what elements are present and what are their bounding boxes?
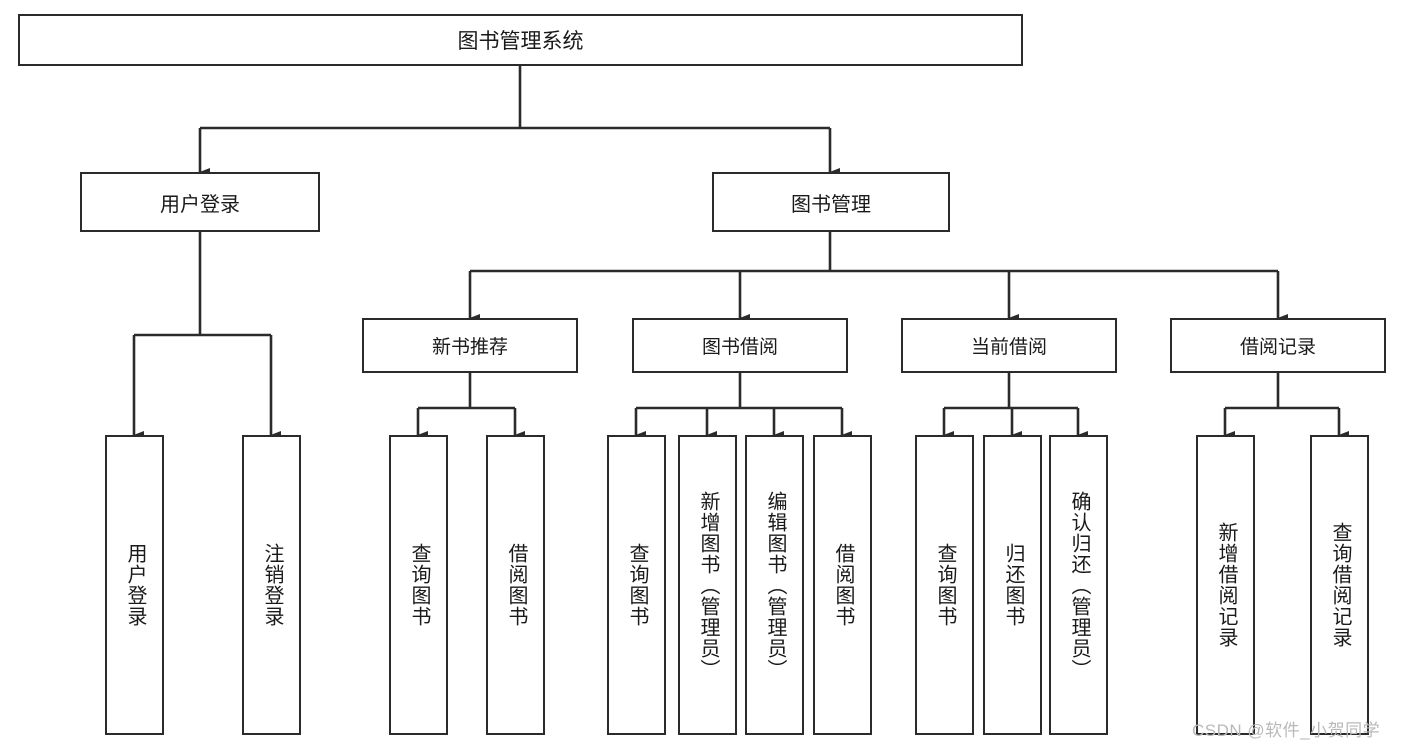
node-leaf-7-label: 编辑图书（管理员） <box>764 490 786 680</box>
node-level2-1[interactable]: 用户登录 <box>80 172 320 232</box>
node-leaf-4-label: 借阅图书 <box>505 543 527 627</box>
node-root-label: 图书管理系统 <box>457 30 584 53</box>
node-leaf-11-label: 确认归还（管理员） <box>1068 490 1090 680</box>
node-leaf-10-label: 归还图书 <box>1002 543 1024 627</box>
node-level3-3-label: 当前借阅 <box>970 337 1047 358</box>
node-leaf-5[interactable]: 查询图书 <box>607 435 666 735</box>
node-leaf-12[interactable]: 新增借阅记录 <box>1196 435 1255 735</box>
node-leaf-9[interactable]: 查询图书 <box>915 435 974 735</box>
node-leaf-3-label: 查询图书 <box>408 543 430 627</box>
node-leaf-11[interactable]: 确认归还（管理员） <box>1049 435 1108 735</box>
csdn-watermark: CSDN @软件_小贺同学 <box>1192 721 1381 740</box>
node-leaf-9-label: 查询图书 <box>934 543 956 627</box>
node-leaf-13-label: 查询借阅记录 <box>1329 522 1351 648</box>
node-leaf-10[interactable]: 归还图书 <box>983 435 1042 735</box>
node-leaf-1[interactable]: 用户登录 <box>105 435 164 735</box>
node-level2-2[interactable]: 图书管理 <box>712 172 950 232</box>
node-leaf-12-label: 新增借阅记录 <box>1215 522 1237 648</box>
node-level2-1-label: 用户登录 <box>160 193 240 216</box>
node-leaf-2[interactable]: 注销登录 <box>242 435 301 735</box>
node-level2-2-label: 图书管理 <box>791 193 871 216</box>
node-leaf-13[interactable]: 查询借阅记录 <box>1310 435 1369 735</box>
node-leaf-1-label: 用户登录 <box>124 543 146 627</box>
node-level3-2-label: 图书借阅 <box>701 337 778 358</box>
node-level3-4-label: 借阅记录 <box>1239 337 1316 358</box>
node-level3-4[interactable]: 借阅记录 <box>1170 318 1386 373</box>
node-leaf-3[interactable]: 查询图书 <box>389 435 448 735</box>
node-level3-1-label: 新书推荐 <box>431 337 508 358</box>
node-leaf-2-label: 注销登录 <box>261 543 283 627</box>
node-level3-3[interactable]: 当前借阅 <box>901 318 1117 373</box>
node-leaf-6-label: 新增图书（管理员） <box>697 490 719 680</box>
node-root[interactable]: 图书管理系统 <box>18 14 1023 66</box>
node-level3-2[interactable]: 图书借阅 <box>632 318 848 373</box>
node-leaf-8[interactable]: 借阅图书 <box>813 435 872 735</box>
node-leaf-7[interactable]: 编辑图书（管理员） <box>745 435 804 735</box>
node-leaf-6[interactable]: 新增图书（管理员） <box>678 435 737 735</box>
node-leaf-4[interactable]: 借阅图书 <box>486 435 545 735</box>
node-level3-1[interactable]: 新书推荐 <box>362 318 578 373</box>
node-leaf-5-label: 查询图书 <box>626 543 648 627</box>
node-leaf-8-label: 借阅图书 <box>832 543 854 627</box>
